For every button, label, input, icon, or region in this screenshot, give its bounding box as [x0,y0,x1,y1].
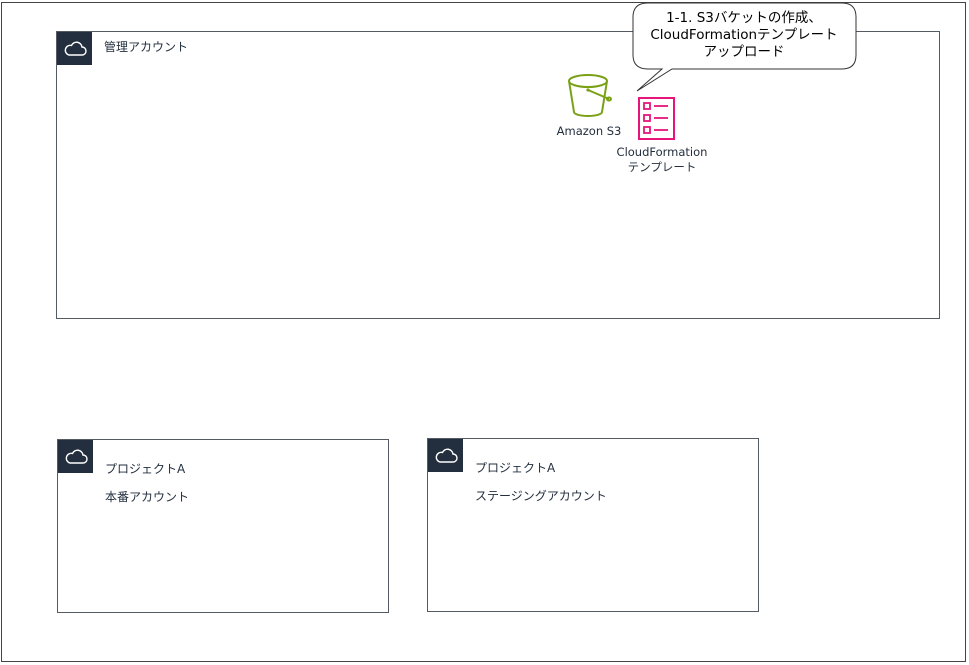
staging-account-name: ステージングアカウント [475,489,607,503]
production-project-name: プロジェクトA [105,462,186,476]
cloudformation-label: CloudFormation テンプレート [610,145,714,175]
production-account-group: プロジェクトA 本番アカウント [57,439,389,613]
production-account-label: プロジェクトA 本番アカウント [105,448,189,518]
cloud-icon [58,440,93,473]
staging-project-name: プロジェクトA [475,461,556,475]
staging-account-group: プロジェクトA ステージングアカウント [427,438,759,612]
staging-account-label: プロジェクトA ステージングアカウント [475,447,607,517]
cloud-icon [57,32,92,65]
callout-line2: CloudFormationテンプレート [650,27,838,43]
s3-bucket-icon [566,72,612,122]
callout-line3: アップロード [703,44,785,60]
cloud-icon [428,439,463,472]
callout-text: 1-1. S3バケットの作成、 CloudFormationテンプレート アップ… [632,10,856,61]
s3-label: Amazon S3 [556,124,622,138]
cloudformation-template-icon [636,96,676,144]
callout-bubble [632,2,857,92]
management-account-group: 管理アカウント [56,31,940,319]
management-account-label: 管理アカウント [104,40,189,54]
cloudformation-label-line2: テンプレート [627,160,697,174]
production-account-name: 本番アカウント [105,490,190,504]
callout-line1: 1-1. S3バケットの作成、 [666,10,822,26]
cloudformation-label-line1: CloudFormation [616,145,708,159]
